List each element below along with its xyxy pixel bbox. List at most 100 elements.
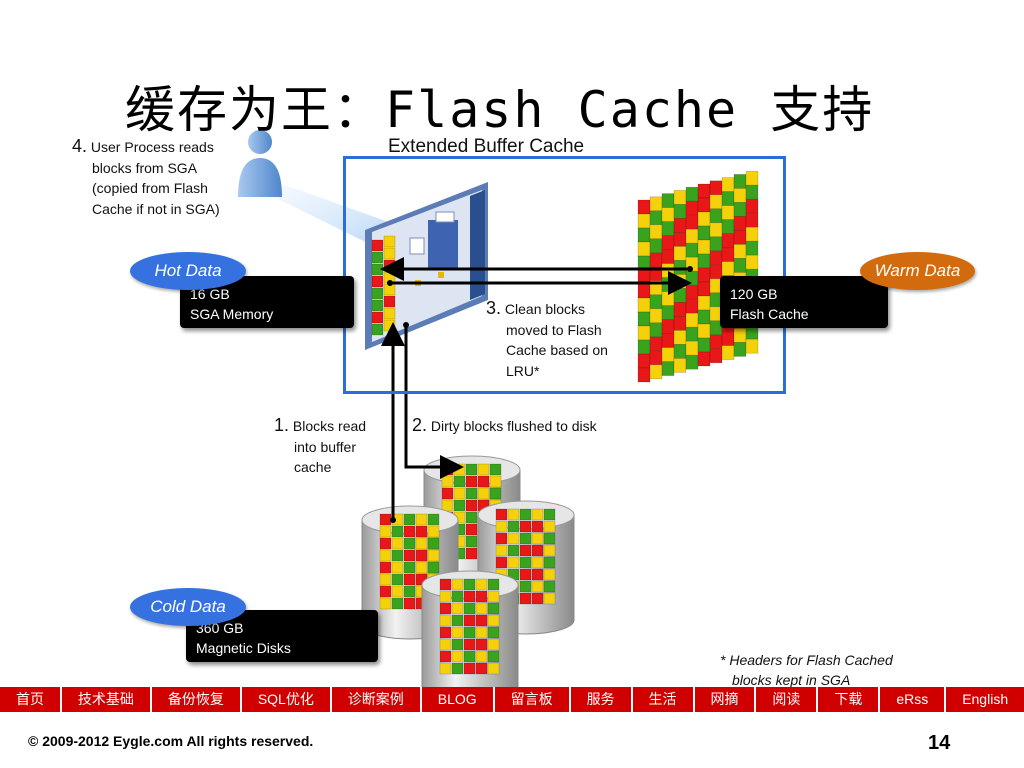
disk-block bbox=[379, 597, 392, 610]
step-text: Dirty blocks flushed to disk bbox=[430, 418, 597, 434]
disk-block bbox=[495, 508, 508, 521]
disk-block bbox=[463, 650, 476, 663]
disk-block bbox=[391, 561, 404, 574]
disk-block bbox=[475, 590, 488, 603]
disk-block bbox=[379, 561, 392, 574]
step-text: Blocks read bbox=[292, 418, 367, 434]
disk-block bbox=[439, 662, 452, 675]
nav-item-reading[interactable]: 阅读 bbox=[756, 687, 819, 712]
disk-block bbox=[463, 662, 476, 675]
disk-block bbox=[507, 532, 520, 545]
step-text: LRU* bbox=[506, 362, 540, 379]
disk-block bbox=[427, 537, 440, 550]
disk-block bbox=[495, 556, 508, 569]
disk-block bbox=[451, 614, 464, 627]
disk-block bbox=[531, 544, 544, 557]
disk-block bbox=[465, 535, 478, 548]
disk-block bbox=[475, 638, 488, 651]
disk-block bbox=[451, 578, 464, 591]
disk-block bbox=[403, 537, 416, 550]
nav-item-service[interactable]: 服务 bbox=[571, 687, 633, 712]
nav-item-cases[interactable]: 诊断案例 bbox=[332, 687, 422, 712]
disk-block bbox=[403, 525, 416, 538]
sga-block bbox=[383, 295, 396, 308]
magnetic-disks-box: 360 GB Magnetic Disks bbox=[186, 610, 378, 662]
disk-block bbox=[543, 544, 556, 557]
disk-block bbox=[415, 537, 428, 550]
step-text: (copied from Flash bbox=[92, 180, 208, 196]
extended-buffer-cache-label: Extended Buffer Cache bbox=[388, 136, 585, 157]
cold-data-tag: Cold Data bbox=[130, 588, 246, 626]
disk-block bbox=[519, 532, 532, 545]
disk-block bbox=[507, 556, 520, 569]
disk-block bbox=[543, 508, 556, 521]
nav-item-erss[interactable]: eRss bbox=[880, 687, 947, 712]
step-number: 3. bbox=[486, 298, 502, 318]
disk-block bbox=[487, 650, 500, 663]
disk-block bbox=[463, 626, 476, 639]
disk-block bbox=[379, 585, 392, 598]
disk-block bbox=[439, 650, 452, 663]
hot-data-tag: Hot Data bbox=[130, 252, 246, 290]
step-number: 4. bbox=[72, 136, 88, 156]
disk-block bbox=[439, 614, 452, 627]
disk-block bbox=[543, 532, 556, 545]
disk-block bbox=[463, 578, 476, 591]
disk-block bbox=[507, 520, 520, 533]
disk-block bbox=[403, 585, 416, 598]
sga-block bbox=[371, 311, 384, 324]
nav-item-english[interactable]: English bbox=[962, 691, 1009, 707]
disk-block bbox=[391, 585, 404, 598]
disk-block bbox=[439, 590, 452, 603]
step-4-note: 4. User Process reads blocks from SGA (c… bbox=[72, 136, 220, 219]
disk-block bbox=[487, 638, 500, 651]
data-flow-arrows bbox=[380, 257, 693, 523]
disk-block bbox=[415, 549, 428, 562]
footnote-line: * Headers for Flash Cached bbox=[720, 652, 893, 668]
nav-item-life[interactable]: 生活 bbox=[633, 687, 695, 712]
disk-block bbox=[451, 626, 464, 639]
disk-block bbox=[463, 614, 476, 627]
disk-block bbox=[451, 602, 464, 615]
disk-block bbox=[439, 602, 452, 615]
disk-block bbox=[403, 561, 416, 574]
disk-block bbox=[427, 549, 440, 562]
nav-item-tech[interactable]: 技术基础 bbox=[62, 687, 152, 712]
disk-block bbox=[475, 650, 488, 663]
disk-block bbox=[531, 568, 544, 581]
disk-block bbox=[475, 662, 488, 675]
disk-block bbox=[543, 556, 556, 569]
disk-block bbox=[531, 520, 544, 533]
sga-block bbox=[371, 275, 384, 288]
disk-block bbox=[477, 487, 490, 500]
size-label: 120 GB bbox=[730, 286, 778, 302]
nav-item-digest[interactable]: 网摘 bbox=[695, 687, 757, 712]
disk-block bbox=[487, 626, 500, 639]
disk-block bbox=[465, 547, 478, 560]
disk-block bbox=[531, 592, 544, 605]
extended-buffer-cache-box bbox=[343, 156, 786, 394]
disk-block bbox=[531, 532, 544, 545]
nav-item-backup[interactable]: 备份恢复 bbox=[152, 687, 242, 712]
step-text: into buffer bbox=[294, 438, 357, 455]
nav-item-blog[interactable]: BLOG bbox=[422, 687, 495, 712]
disk-block bbox=[403, 549, 416, 562]
disk-block bbox=[519, 520, 532, 533]
disk-block bbox=[379, 513, 392, 526]
disk-block bbox=[391, 537, 404, 550]
nav-item-home[interactable]: 首页 bbox=[0, 687, 62, 712]
disk-block bbox=[519, 556, 532, 569]
disk-block bbox=[487, 614, 500, 627]
copyright-text: © 2009-2012 Eygle.com All rights reserve… bbox=[28, 733, 314, 749]
disk-block bbox=[439, 638, 452, 651]
nav-item-sql[interactable]: SQL优化 bbox=[242, 687, 332, 712]
disk-block bbox=[489, 463, 502, 476]
disk-block bbox=[507, 508, 520, 521]
tier-name: SGA Memory bbox=[190, 306, 274, 322]
nav-item-guestbook[interactable]: 留言板 bbox=[495, 687, 571, 712]
disk-block bbox=[379, 549, 392, 562]
disk-block bbox=[465, 499, 478, 512]
disk-block bbox=[543, 568, 556, 581]
nav-item-download[interactable]: 下载 bbox=[818, 687, 881, 712]
disk-block bbox=[465, 511, 478, 524]
